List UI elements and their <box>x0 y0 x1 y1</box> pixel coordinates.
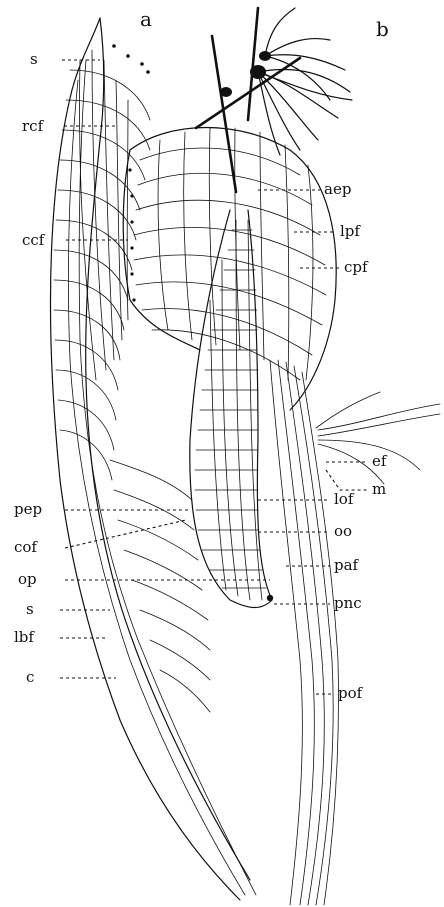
labels: a b s rcf ccf pep cof op s lbf c aep lpf… <box>14 7 389 702</box>
label-pnc: pnc <box>334 594 362 612</box>
label-s-top: s <box>30 50 38 68</box>
panel-label-b: b <box>376 17 389 41</box>
label-lpf: lpf <box>340 222 361 240</box>
label-ef: ef <box>372 452 388 470</box>
label-lof: lof <box>334 490 355 508</box>
label-s-bottom: s <box>26 600 34 618</box>
label-pep: pep <box>14 500 42 518</box>
label-paf: paf <box>334 556 360 574</box>
label-oo: oo <box>334 522 352 540</box>
label-aep: aep <box>324 180 351 198</box>
label-c: c <box>26 668 34 686</box>
label-lbf: lbf <box>14 628 35 646</box>
label-rcf: rcf <box>22 117 45 135</box>
label-cpf: cpf <box>344 258 369 276</box>
label-m: m <box>372 480 386 498</box>
label-cof: cof <box>14 538 38 556</box>
label-ccf: ccf <box>22 231 46 249</box>
label-op: op <box>18 570 37 588</box>
label-pof: pof <box>338 684 364 702</box>
inset-b-drawing <box>196 8 352 192</box>
panel-label-a: a <box>140 7 152 31</box>
